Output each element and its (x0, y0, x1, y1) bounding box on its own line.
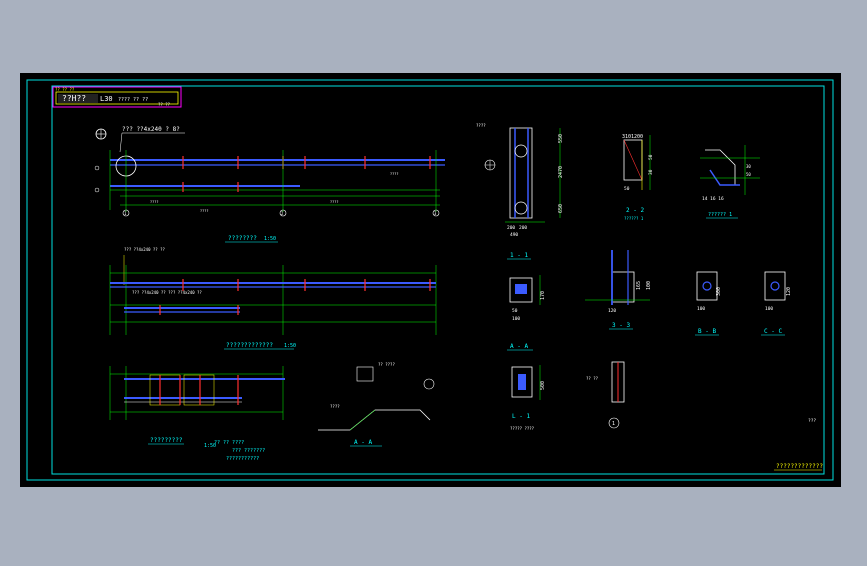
plan-3: ????????? 1:50 ?? ?? ???? ??? ??????? ??… (109, 366, 285, 462)
section-top-right: 30 50 14 16 16 ?????? 1 (700, 145, 760, 219)
outer-frame (26, 79, 834, 481)
section-1-1: ???? 550 2470 650 200 200 490 1 - 1 (476, 123, 564, 260)
plan1-dim-3: ???? (330, 200, 338, 204)
daa-label: A - A (510, 343, 528, 350)
detail-l-1: 500 L - 1 ????? ???? (510, 365, 546, 431)
s11-dim-550: 550 (558, 134, 564, 143)
plan1-scale: 1:50 (264, 236, 276, 242)
title-sub: ???? ?? ?? (118, 97, 148, 103)
title-small: ?? ?? (158, 102, 171, 107)
plan1-dim-4: ???? (390, 172, 398, 176)
daa-dim-3: 100 (512, 316, 520, 322)
s11-label: 1 - 1 (510, 252, 528, 259)
s11-tag: ???? (476, 123, 486, 128)
s22-sub: ?????? 1 (624, 216, 644, 221)
dbb-label: B - B (698, 328, 716, 335)
tr-dim-1: 30 (746, 164, 751, 169)
footer-title: ????????????? (776, 463, 823, 470)
s22-label: 2 - 2 (626, 207, 644, 214)
dcc-dim-2: 100 (765, 306, 773, 312)
inner-frame (51, 85, 825, 475)
plan1-header: ??? ??4x240 ? 8? (122, 126, 180, 133)
s11-dim-2470: 2470 (558, 166, 564, 178)
detail-cc: 120 100 C - C (761, 271, 792, 336)
daa-dim-1: 170 (540, 291, 546, 300)
section-aa-left: ?? ???? ???? A - A (318, 362, 435, 447)
detail-1: ?? ?? 1 (586, 361, 625, 429)
dcc-dim-1: 120 (786, 287, 792, 296)
plan1-dim-2: ???? (200, 209, 208, 213)
d33-label: 3 - 3 (612, 322, 630, 329)
plan1-dim-1: ???? (150, 200, 158, 204)
tr-label: ?????? 1 (708, 212, 732, 218)
plan3-note2: ??? ??????? (232, 448, 265, 454)
d33-dim-3: 120 (608, 308, 616, 314)
tr-dim-3: 14 16 16 (702, 196, 724, 202)
aa-note: ?? ???? (378, 362, 395, 367)
dbb-dim-1: 300 (716, 287, 722, 296)
plan2-label: ????????????? (226, 342, 273, 349)
s22-dim-1: 50 (648, 154, 654, 160)
plan1-label: ???????? (228, 235, 257, 242)
aa-left-label: A - A (354, 439, 372, 446)
detail-3-3: 165 100 120 3 - 3 (585, 250, 652, 330)
aa-callout: ???? (330, 404, 340, 409)
plan3-label: ????????? (150, 437, 183, 444)
d33-dim-2: 100 (646, 281, 652, 290)
d1-dim: ?? ?? (586, 376, 599, 381)
plan1-axis-3: 3 (434, 211, 437, 216)
title-code: L30 (100, 95, 113, 103)
detail-aa: 170 50 100 A - A (507, 275, 546, 351)
s22-dim-top: 3101200 (622, 134, 643, 140)
plan2-scale: 1:50 (284, 343, 296, 349)
d33-dim-1: 165 (636, 281, 642, 290)
d1-label: 1 (612, 421, 615, 427)
title-block: ?? ?? ?? ??H?? L30 ???? ?? ?? ?? ?? (52, 86, 182, 108)
s22-dim-3: 50 (624, 186, 630, 192)
daa-dim-2: 50 (512, 308, 518, 314)
plan3-scale: 1:50 (204, 443, 216, 449)
plan3-note3: ??????????? (226, 456, 259, 462)
s11-bot-1: 200 (507, 225, 515, 231)
plan2-header2: ??? ??4x240 ?? ??? ??4x240 ?? (132, 290, 202, 295)
footer-mark: ??? (808, 418, 816, 424)
dbb-dim-2: 100 (697, 306, 705, 312)
dl1-label: L - 1 (512, 413, 530, 420)
s22-dim-2: 30 (648, 169, 654, 175)
plan-2: ??? ??4x240 ?? ?? ??? ??4x240 ?? ??? ??4… (109, 247, 437, 350)
title-top-tag: ?? ?? ?? (55, 87, 75, 92)
plan1-axis-1: 1 (124, 211, 127, 216)
dl1-dim: 500 (540, 381, 546, 390)
plan-1: ??? ??4x240 ? 8? (94, 126, 445, 243)
s11-bot-3: 490 (510, 232, 518, 238)
s11-dim-650: 650 (558, 204, 564, 213)
detail-bb: 300 100 B - B (695, 271, 722, 336)
plan1-axis-2: 2 (281, 211, 284, 216)
plan3-note1: ?? ?? ???? (214, 440, 244, 446)
section-2-2: 3101200 50 30 50 2 - 2 ?????? 1 (622, 134, 654, 221)
s11-bot-2: 200 (519, 225, 527, 231)
plan2-header1: ??? ??4x240 ?? ?? (124, 247, 166, 252)
title-main: ??H?? (62, 94, 86, 103)
dcc-label: C - C (764, 328, 782, 335)
dl1-note: ????? ???? (510, 426, 535, 431)
tr-dim-2: 50 (746, 172, 751, 177)
